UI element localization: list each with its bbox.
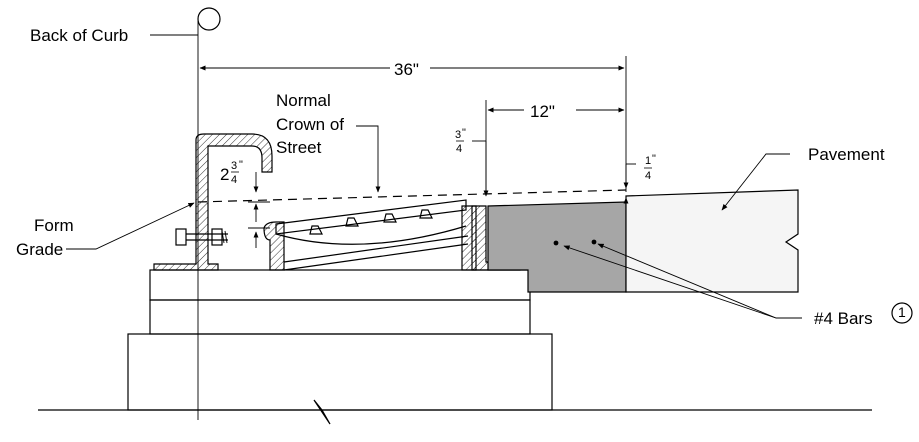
curb-drop-den: 4 bbox=[231, 174, 237, 186]
bars-leaders bbox=[563, 243, 802, 319]
dim-12 bbox=[485, 100, 625, 192]
crown-label-1: Normal bbox=[276, 91, 331, 110]
crown-label-3: Street bbox=[276, 138, 322, 157]
bar-left bbox=[553, 240, 559, 246]
right-drop-num: 1 bbox=[645, 155, 651, 167]
bar-right bbox=[591, 239, 597, 245]
back-of-curb-line bbox=[150, 7, 221, 420]
form-grade-label-1: Form bbox=[34, 216, 74, 235]
dim-quarter-right bbox=[623, 163, 652, 220]
crown-line bbox=[197, 189, 627, 203]
right-drop-den: 4 bbox=[645, 170, 651, 182]
overall-dimension: 36" bbox=[394, 60, 419, 79]
bars-label: #4 Bars bbox=[814, 309, 873, 328]
curb-drop-num: 3 bbox=[231, 160, 237, 172]
left-drop-unit: " bbox=[462, 127, 466, 139]
back-of-curb-label: Back of Curb bbox=[30, 26, 128, 45]
grate bbox=[263, 199, 477, 271]
form-grade-leader bbox=[66, 202, 195, 250]
pavement-label: Pavement bbox=[808, 145, 885, 164]
form-grade-label-2: Grade bbox=[16, 240, 63, 259]
ground-line bbox=[38, 399, 872, 425]
foundation bbox=[127, 269, 553, 411]
concrete-dimension: 12" bbox=[530, 102, 555, 121]
crown-label-2: Crown of bbox=[276, 115, 344, 134]
pavement-leader bbox=[721, 153, 790, 211]
left-drop-den: 4 bbox=[456, 143, 462, 155]
pavement-slab bbox=[625, 189, 799, 293]
crown-leader bbox=[356, 125, 381, 193]
bolt bbox=[175, 228, 228, 246]
curb-drop-whole: 2 bbox=[220, 165, 229, 184]
dim-two-three-quarter bbox=[231, 171, 270, 248]
left-curb-angle bbox=[153, 133, 273, 271]
note-circle bbox=[891, 302, 913, 324]
note-number: 1 bbox=[898, 304, 906, 320]
left-drop-num: 3 bbox=[455, 129, 461, 141]
curb-drop-unit: " bbox=[239, 159, 243, 171]
dim-three-quarter-left bbox=[456, 140, 489, 197]
right-drop-unit: " bbox=[652, 153, 656, 165]
